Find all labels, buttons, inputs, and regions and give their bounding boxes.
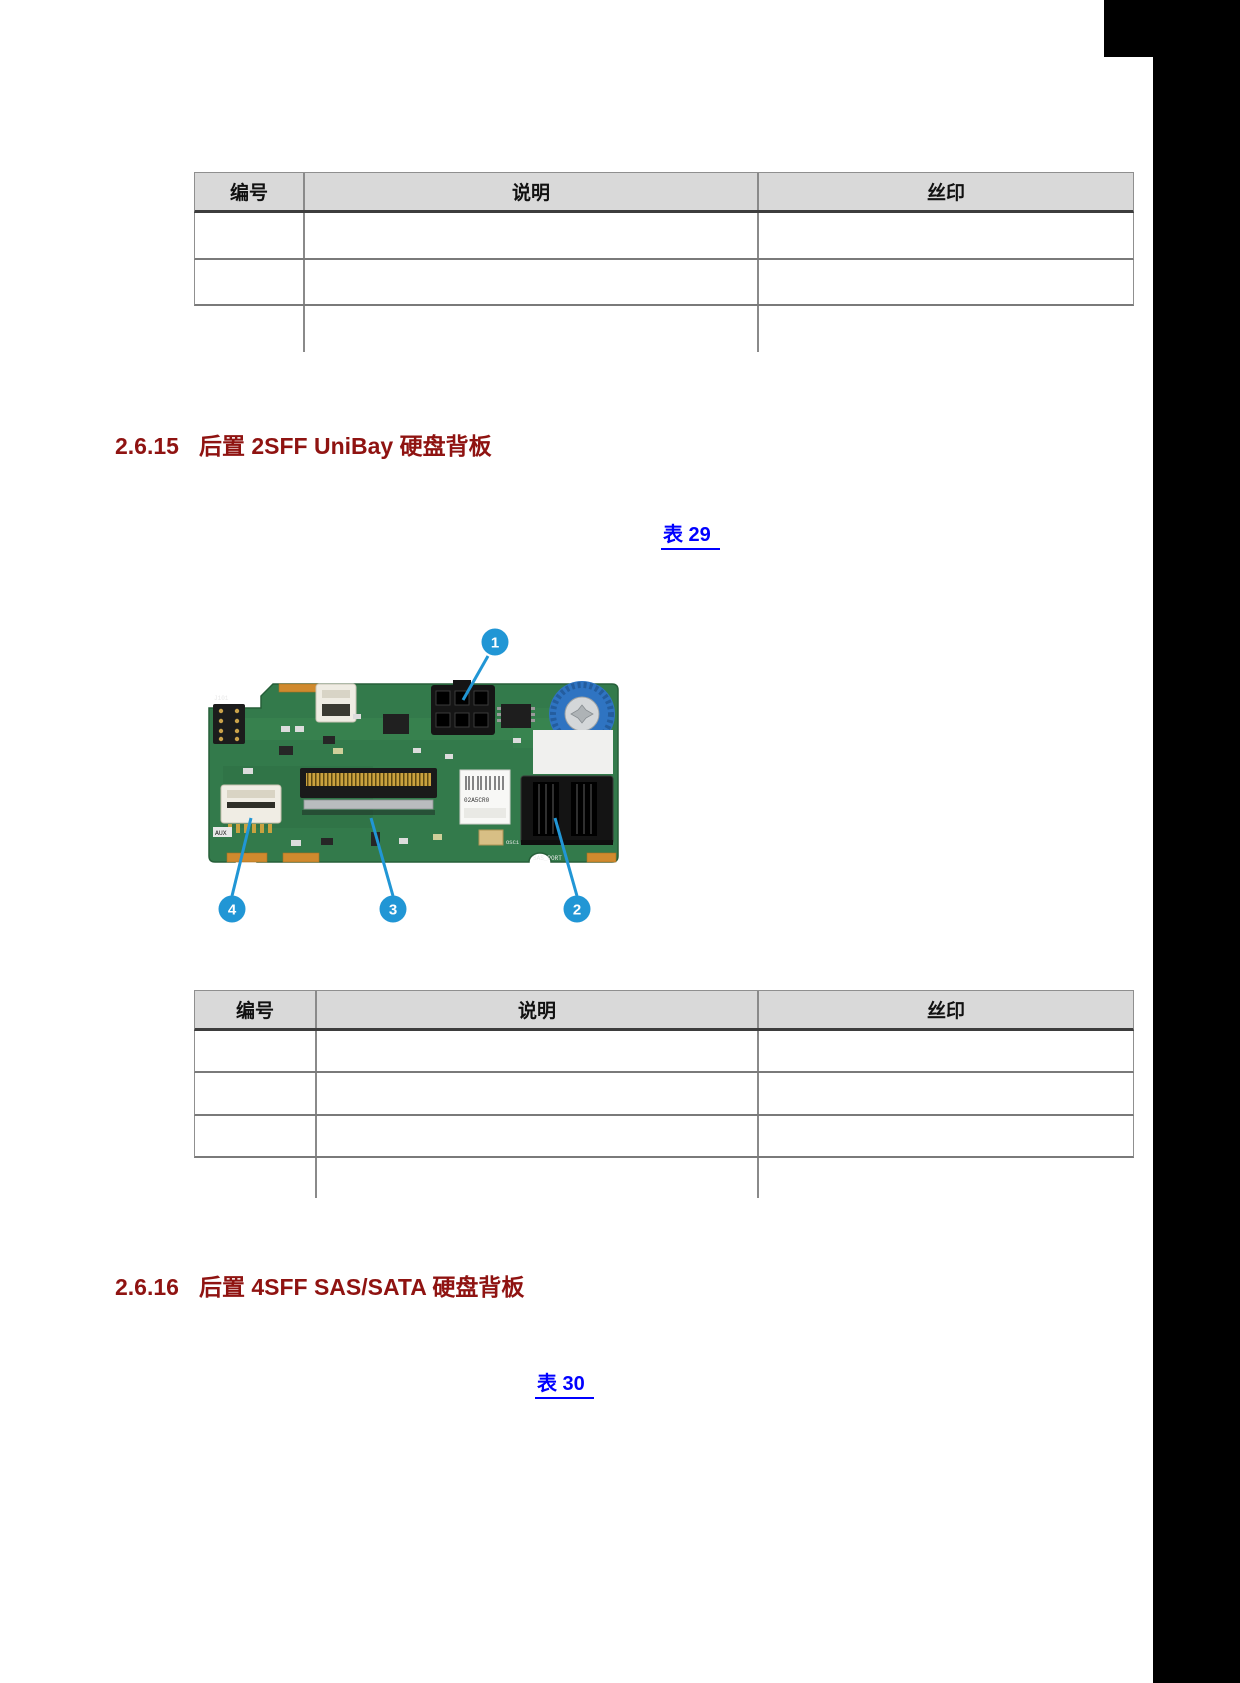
callout-3-number: 3 — [389, 902, 397, 919]
small-white-connector — [315, 683, 357, 723]
callout-2-circle — [563, 895, 591, 923]
callout-4-number: 4 — [228, 902, 237, 919]
callout-line-2 — [553, 817, 579, 897]
silkscreen-label: J101 — [214, 695, 229, 702]
table-column-divider — [757, 306, 759, 352]
column-header-silkscreen: 丝印 — [926, 1001, 965, 1022]
column-header-silkscreen: 丝印 — [926, 183, 965, 204]
gold-edge-pads — [282, 852, 320, 863]
table-column-divider — [315, 1158, 317, 1198]
silkscreen-table-1: 编号 说明 丝印 — [194, 172, 1134, 352]
pcb-shade — [243, 718, 583, 740]
silkscreen-label: OSC1 — [506, 839, 520, 846]
barcode-label: 02A5CR0 — [459, 769, 511, 825]
table-row-partial — [194, 1158, 1134, 1198]
table-row — [194, 260, 1134, 306]
callout-2-number: 2 — [573, 902, 581, 919]
jumper-block — [213, 704, 245, 744]
section-heading-2-6-16: 2.6.16 后置 4SFF SAS/SATA 硬盘背板 — [115, 1273, 524, 1302]
power-connector-tab — [453, 680, 471, 686]
callout-line-3 — [369, 817, 395, 897]
label-chip-text: 02A5CR0 — [464, 797, 490, 804]
column-header-description: 说明 — [317, 991, 759, 1028]
table-row-partial — [194, 306, 1134, 352]
ic-chip — [501, 704, 531, 728]
section-title: 后置 4SFF SAS/SATA 硬盘背板 — [198, 1274, 525, 1300]
passive-components — [243, 714, 521, 846]
section-number: 2.6.16 — [115, 1274, 179, 1300]
table-column-divider — [303, 306, 305, 352]
column-header-description: 说明 — [305, 173, 759, 210]
backplane-figure: J101 — [183, 618, 630, 928]
callout-4-circle — [218, 895, 246, 923]
section-title: 后置 2SFF UniBay 硬盘背板 — [198, 433, 492, 459]
silkscreen-label: SAS_PORT — [533, 855, 562, 862]
column-header-number: 编号 — [195, 991, 317, 1028]
white-sticker — [533, 730, 613, 774]
right-edge-black-bar — [1153, 0, 1240, 1683]
callout-1-number: 1 — [491, 635, 499, 652]
silkscreen-table-2: 编号 说明 丝印 — [194, 990, 1134, 1198]
oscillator — [478, 829, 504, 846]
table-row — [194, 1073, 1134, 1116]
aux-connector: AUX — [213, 784, 282, 837]
table-row — [194, 213, 1134, 260]
callout-lines — [230, 655, 579, 897]
table-row — [194, 1116, 1134, 1158]
table-header-row: 编号 说明 丝印 — [194, 172, 1134, 213]
callout-1-circle — [481, 628, 509, 656]
column-header-number: 编号 — [195, 173, 305, 210]
ic-legs — [497, 707, 535, 722]
table-header-row: 编号 说明 丝印 — [194, 990, 1134, 1031]
gold-edge-pads — [226, 852, 268, 863]
edge-connector — [300, 768, 437, 815]
callout-line-4 — [230, 817, 253, 897]
section-heading-2-6-15: 2.6.15 后置 2SFF UniBay 硬盘背板 — [115, 432, 492, 461]
connector-slot — [322, 690, 350, 698]
power-connector-holes — [435, 690, 489, 728]
gold-edge-pads — [586, 852, 617, 863]
jumper-pins — [218, 708, 240, 742]
callout-3-circle — [379, 895, 407, 923]
backplane-photo: J101 — [208, 628, 619, 923]
silkscreen-label: AUX — [215, 830, 227, 837]
callout-line-1 — [461, 655, 490, 701]
link-table-30[interactable]: 表 30 — [535, 1373, 594, 1399]
connector-slot — [322, 704, 350, 716]
sas-port-connector — [520, 775, 614, 845]
callout-markers: 1 2 3 4 — [218, 628, 591, 923]
table-row — [194, 1031, 1134, 1073]
link-table-29[interactable]: 表 29 — [661, 524, 720, 550]
section-number: 2.6.15 — [115, 433, 179, 459]
table-column-divider — [757, 1158, 759, 1198]
